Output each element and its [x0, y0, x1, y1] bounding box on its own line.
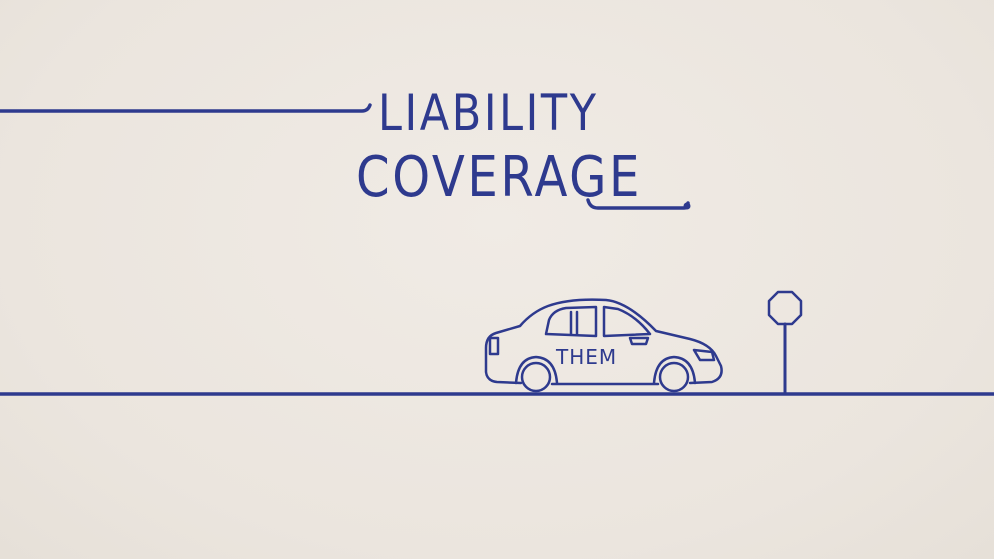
title-line-coverage: COVERAGE	[356, 145, 643, 210]
car-icon	[484, 298, 723, 393]
title-connector-left	[0, 103, 372, 113]
title-line-liability: LIABILITY	[378, 84, 599, 142]
stop-sign-icon	[767, 290, 803, 395]
connector-dot	[683, 202, 691, 210]
car-label: THEM	[556, 345, 618, 369]
